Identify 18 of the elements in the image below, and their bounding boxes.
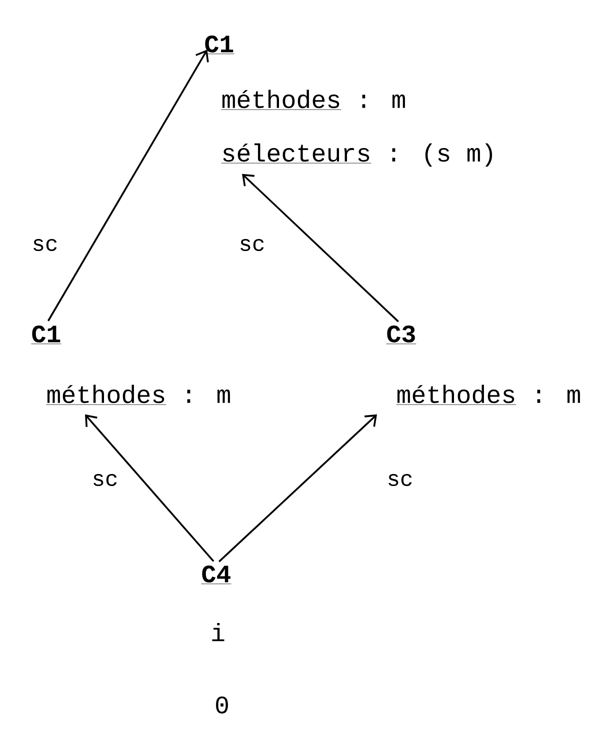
class-name: C4 [201,566,232,584]
arrow [85,414,214,562]
slot-text: méthodes : m [221,90,405,110]
slot-text: méthodes : m [396,384,580,405]
edge-label: sc [386,472,414,488]
edge-label: sc [30,238,60,252]
edge-label: sc [238,238,266,252]
edge-label: sc [90,472,120,488]
arrow [47,50,209,322]
class-name: C3 [386,326,416,344]
arrow [242,174,399,322]
slot-text: méthodes : m [46,384,230,405]
class-name: C1 [31,326,62,344]
label-text: 0 [216,696,228,714]
slot-text: sélecteurs : (s m) [221,143,492,167]
label-text: i [212,622,224,642]
class-name: C1 [204,36,234,54]
arrow [218,414,377,562]
